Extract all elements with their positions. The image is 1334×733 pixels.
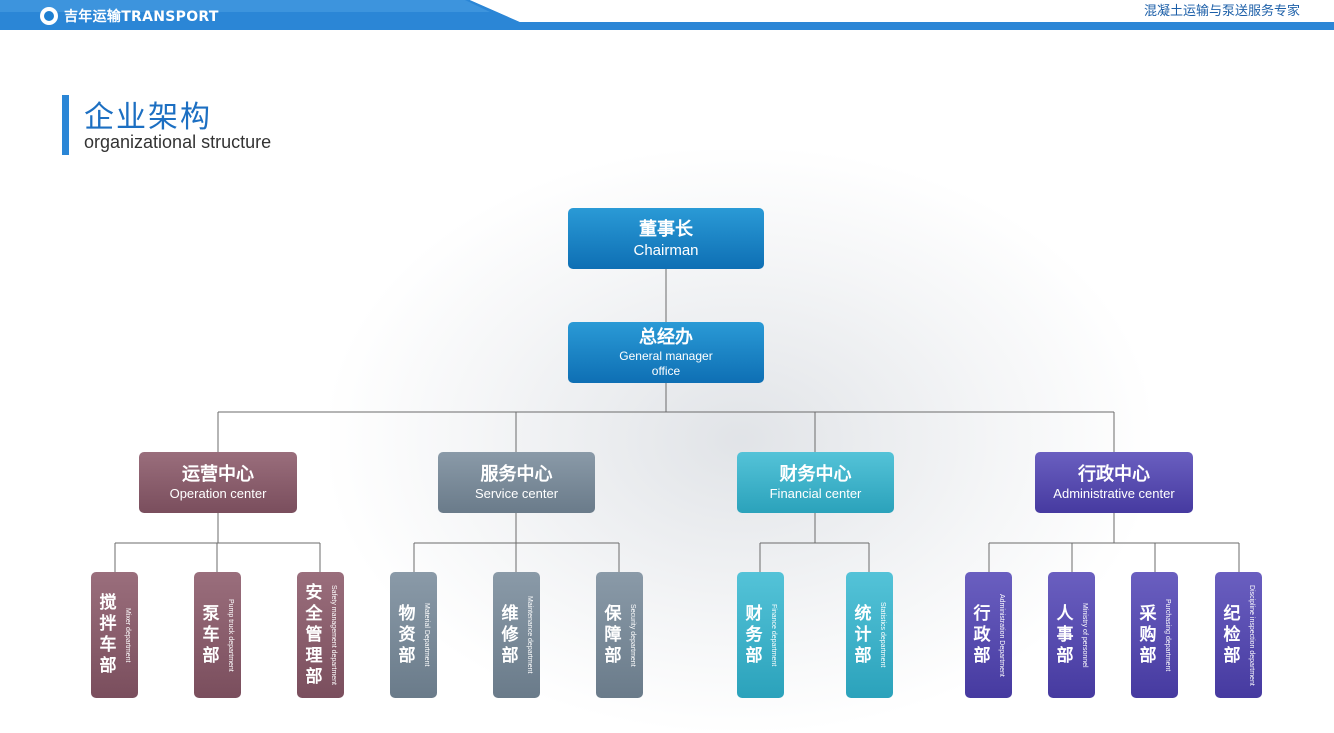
dept-cn: 物资部 [398, 603, 416, 666]
brand: 吉年运输TRANSPORT [40, 6, 219, 26]
dept-en: Ministry of personnel [1081, 602, 1088, 668]
center-cn: 服务中心 [480, 463, 553, 485]
dept-pump-truck: 泵车部 Pump truck department [194, 572, 241, 698]
dept-cn: 行政部 [973, 603, 991, 666]
center-cn: 财务中心 [779, 463, 852, 485]
dept-statistics: 统计部 Statistics department [846, 572, 893, 698]
dept-en: Maintenance department [526, 596, 533, 674]
center-financial: 财务中心 Financial center [737, 452, 894, 513]
dept-purchasing: 采购部 Purchasing department [1131, 572, 1178, 698]
dept-cn: 安全管理部 [305, 582, 323, 687]
dept-security: 保障部 Security department [596, 572, 643, 698]
dept-en: Safety management department [330, 584, 337, 685]
header-tagline: 混凝土运输与泵送服务专家 [1143, 4, 1300, 19]
dept-discipline: 纪检部 Discipline inspection department [1215, 572, 1262, 698]
dept-cn: 维修部 [501, 603, 519, 666]
dept-en: Material Department [423, 603, 430, 667]
header-bar [0, 0, 1334, 30]
brand-name: 吉年运输TRANSPORT [64, 9, 219, 25]
center-cn: 运营中心 [182, 463, 254, 485]
dept-en: Mixer department [124, 607, 131, 663]
dept-cn: 财务部 [745, 603, 763, 666]
section-subtitle: organizational structure [84, 132, 272, 152]
brand-logo-icon [40, 7, 58, 25]
dept-en: Security department [629, 603, 636, 667]
dept-personnel: 人事部 Ministry of personnel [1048, 572, 1095, 698]
dept-mixer: 搅拌车部 Mixer department [91, 572, 138, 698]
dept-cn: 人事部 [1056, 603, 1074, 666]
dept-cn: 搅拌车部 [99, 593, 117, 676]
center-operation: 运营中心 Operation center [139, 452, 297, 513]
gm-office-en: General manager office [619, 348, 713, 378]
center-administrative: 行政中心 Administrative center [1035, 452, 1193, 513]
dept-material: 物资部 Material Department [390, 572, 437, 698]
dept-en: Statistics department [879, 602, 886, 668]
section-title: 企业架构 [84, 100, 212, 135]
center-en: Service center [474, 485, 559, 501]
dept-cn: 采购部 [1139, 603, 1157, 666]
dept-en: Administration Department [998, 593, 1005, 677]
dept-cn: 泵车部 [202, 603, 220, 666]
dept-administration: 行政部 Administration Department [965, 572, 1012, 698]
center-cn: 行政中心 [1078, 463, 1150, 485]
dept-maintenance: 维修部 Maintenance department [493, 572, 540, 698]
center-en: Financial center [769, 485, 862, 501]
gm-office-box: 总经办 General manager office [568, 322, 764, 383]
dept-finance: 财务部 Finance department [737, 572, 784, 698]
dept-en: Discipline inspection department [1248, 584, 1255, 686]
chairman-cn: 董事长 [639, 218, 693, 240]
center-en: Operation center [169, 485, 267, 501]
dept-safety: 安全管理部 Safety management department [297, 572, 344, 698]
section-accent-bar [62, 95, 69, 155]
chairman-en: Chairman [633, 241, 699, 259]
center-service: 服务中心 Service center [438, 452, 595, 513]
chairman-box: 董事长 Chairman [568, 208, 764, 269]
dept-cn: 保障部 [604, 603, 622, 666]
dept-cn: 纪检部 [1223, 603, 1241, 666]
center-en: Administrative center [1053, 485, 1175, 501]
gm-office-cn: 总经办 [639, 326, 693, 348]
dept-en: Purchasing department [1164, 598, 1171, 672]
dept-cn: 统计部 [854, 603, 872, 666]
dept-en: Finance department [770, 603, 777, 667]
dept-en: Pump truck department [227, 598, 234, 672]
